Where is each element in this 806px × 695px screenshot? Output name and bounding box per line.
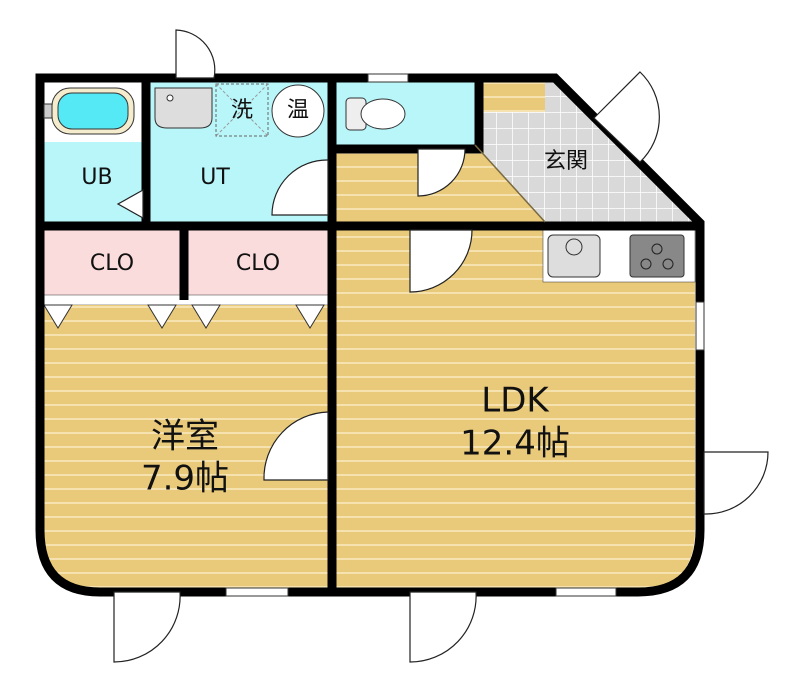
- ldk-exterior-door: [703, 451, 769, 515]
- western-room-floor: [40, 305, 328, 590]
- ldk-floor: [336, 230, 695, 590]
- closet-1: [40, 230, 180, 295]
- room-label-western: 洋室: [151, 417, 219, 457]
- entrance-tile: [475, 80, 702, 225]
- stove-icon: [629, 234, 685, 278]
- room-size-western: 7.9帖: [141, 459, 229, 499]
- toilet-icon: [345, 97, 406, 131]
- western-room-door: [263, 411, 329, 481]
- room-size-ldk: 12.4帖: [460, 424, 570, 464]
- ut-door: [271, 159, 329, 216]
- room-label-ut: UT: [200, 165, 230, 190]
- ldk-hall-door: [409, 229, 473, 293]
- closet-doors: [43, 304, 325, 329]
- washer-label: 洗: [231, 98, 253, 123]
- room-label-ldk: LDK: [481, 381, 550, 421]
- room-label-clo-2: CLO: [236, 251, 280, 276]
- washbasin-icon: [154, 87, 213, 129]
- ub-door: [116, 188, 144, 220]
- washer-space: [215, 83, 269, 137]
- doors[interactable]: [113, 29, 769, 663]
- room-label-entrance: 玄関: [544, 149, 588, 174]
- room-label-ub: UB: [81, 165, 112, 190]
- water-heater-label: 温: [287, 98, 309, 123]
- toilet-door: [417, 148, 466, 197]
- ldk-balcony-door: [409, 591, 477, 663]
- western-balcony-door: [113, 591, 181, 663]
- entrance-door: [593, 71, 660, 163]
- bathtub-icon: [43, 87, 135, 135]
- entrance-step: [483, 80, 545, 112]
- closet-2: [188, 230, 328, 295]
- windows: [225, 73, 705, 597]
- water-heater-icon: [271, 84, 325, 138]
- walls: [35, 73, 705, 597]
- room-label-clo-1: CLO: [90, 251, 134, 276]
- ut-exterior-door: [175, 29, 216, 79]
- sink-icon: [547, 234, 601, 278]
